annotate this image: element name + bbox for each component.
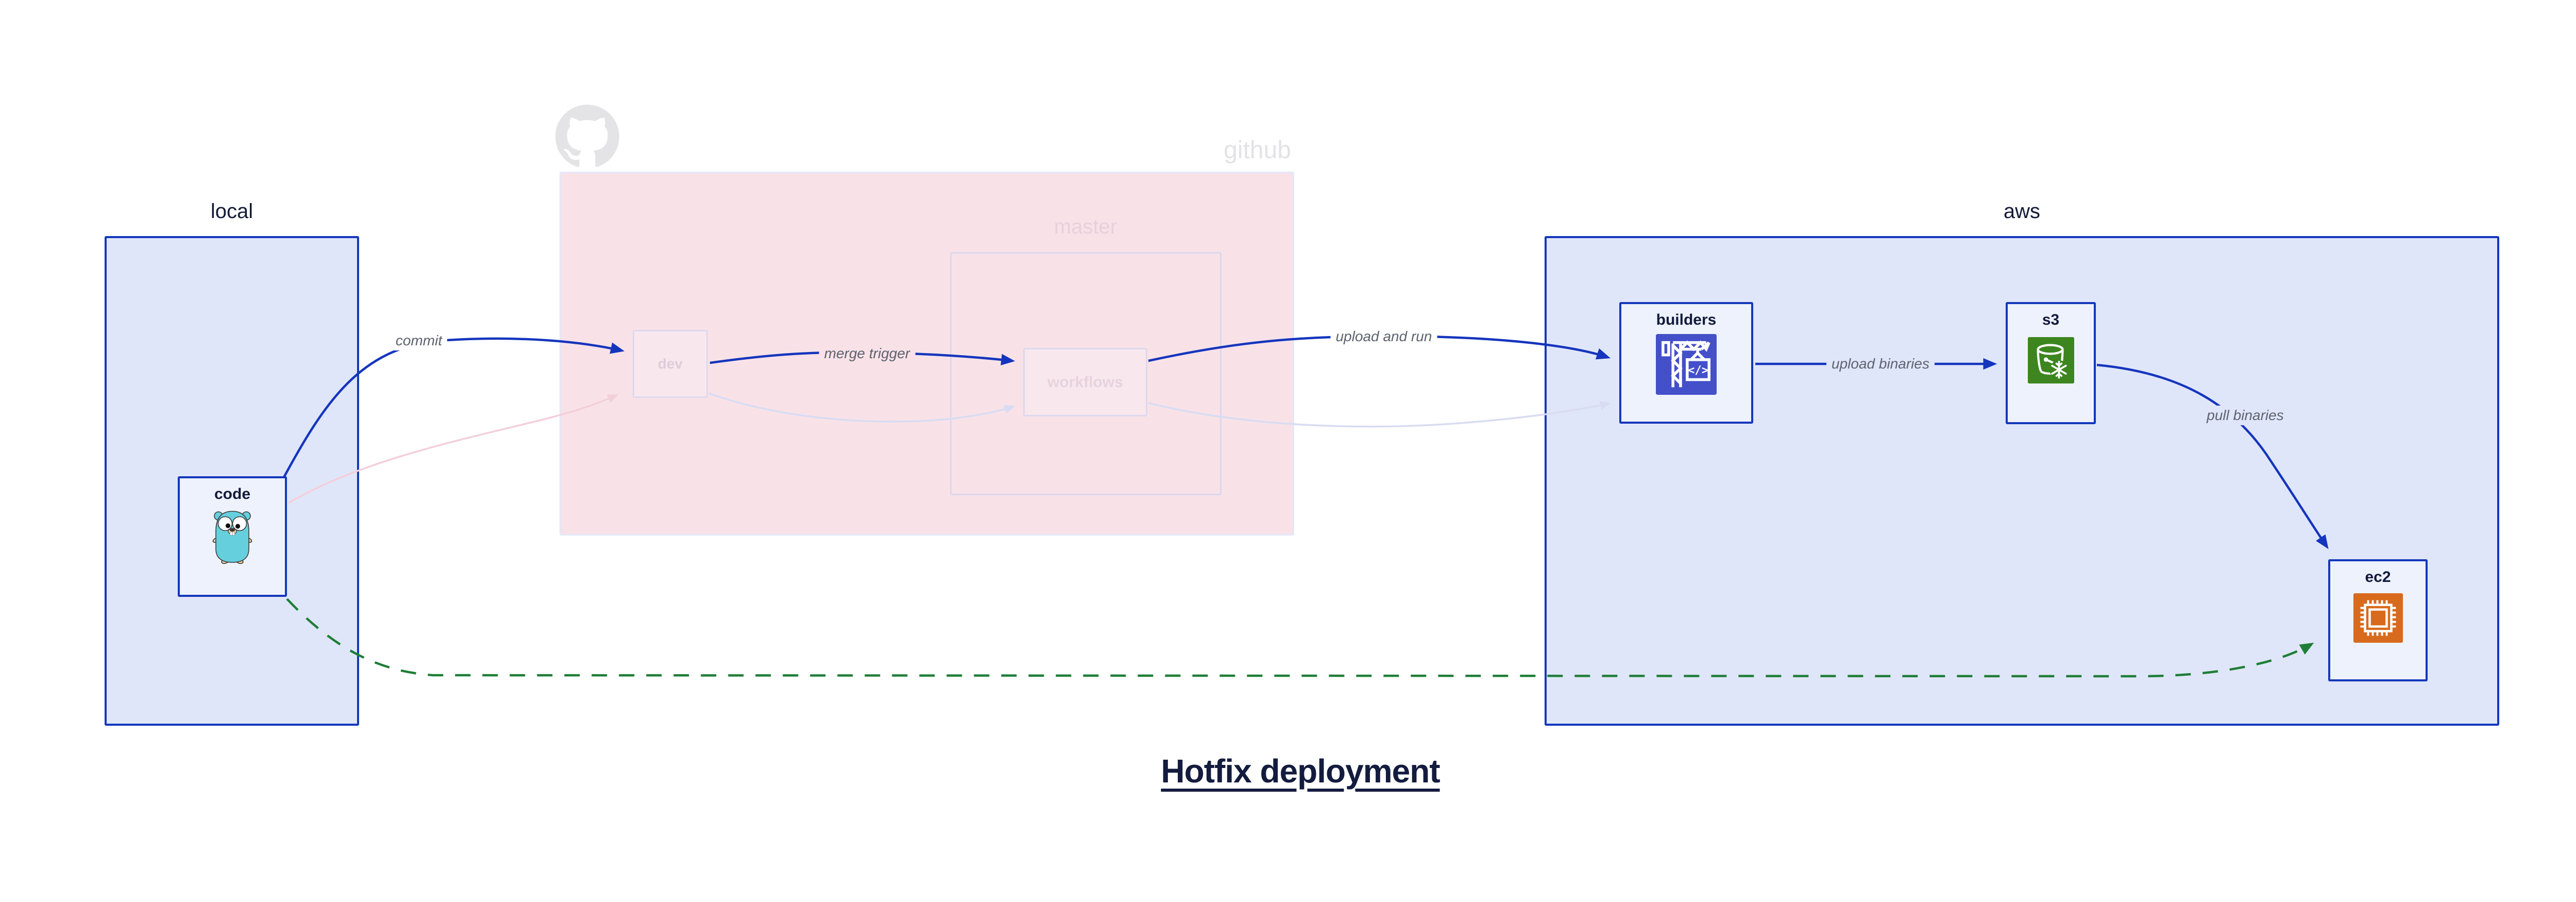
edge-label-upload-binaries: upload binaries: [1826, 354, 1935, 374]
node-dev: dev: [633, 330, 708, 398]
ec2-chip-icon: [2353, 593, 2403, 643]
container-github-label: github: [1224, 137, 1291, 164]
codebuild-crane-icon: </>: [1656, 334, 1717, 395]
node-builders: builders </>: [1619, 302, 1753, 424]
node-ec2-label: ec2: [2365, 569, 2391, 586]
codebuild-code-glyph: </>: [1688, 363, 1708, 377]
edge-label-commit: commit: [390, 330, 448, 351]
node-dev-label: dev: [657, 356, 683, 372]
edge-label-merge-trigger: merge trigger: [819, 343, 916, 364]
edge-label-pull-binaries: pull binaries: [2201, 405, 2289, 426]
diagram-title: Hotfix deployment: [1161, 753, 1440, 790]
node-s3-label: s3: [2042, 311, 2060, 328]
node-ec2: ec2: [2328, 559, 2428, 681]
node-s3: s3: [2006, 302, 2096, 424]
node-workflows: workflows: [1023, 348, 1147, 416]
node-workflows-label: workflows: [1047, 373, 1123, 391]
container-master-label: master: [1054, 215, 1117, 238]
go-gopher-icon: [212, 508, 253, 565]
edge-label-upload-and-run: upload and run: [1330, 326, 1437, 347]
node-code-label: code: [214, 486, 251, 503]
container-local-label: local: [210, 200, 253, 223]
container-master: [950, 252, 1222, 495]
container-aws-label: aws: [2003, 200, 2041, 223]
octocat-icon: [555, 105, 619, 169]
node-code: code: [178, 476, 287, 597]
s3-glacier-bucket-icon: [2027, 337, 2074, 383]
node-builders-label: builders: [1656, 311, 1717, 328]
